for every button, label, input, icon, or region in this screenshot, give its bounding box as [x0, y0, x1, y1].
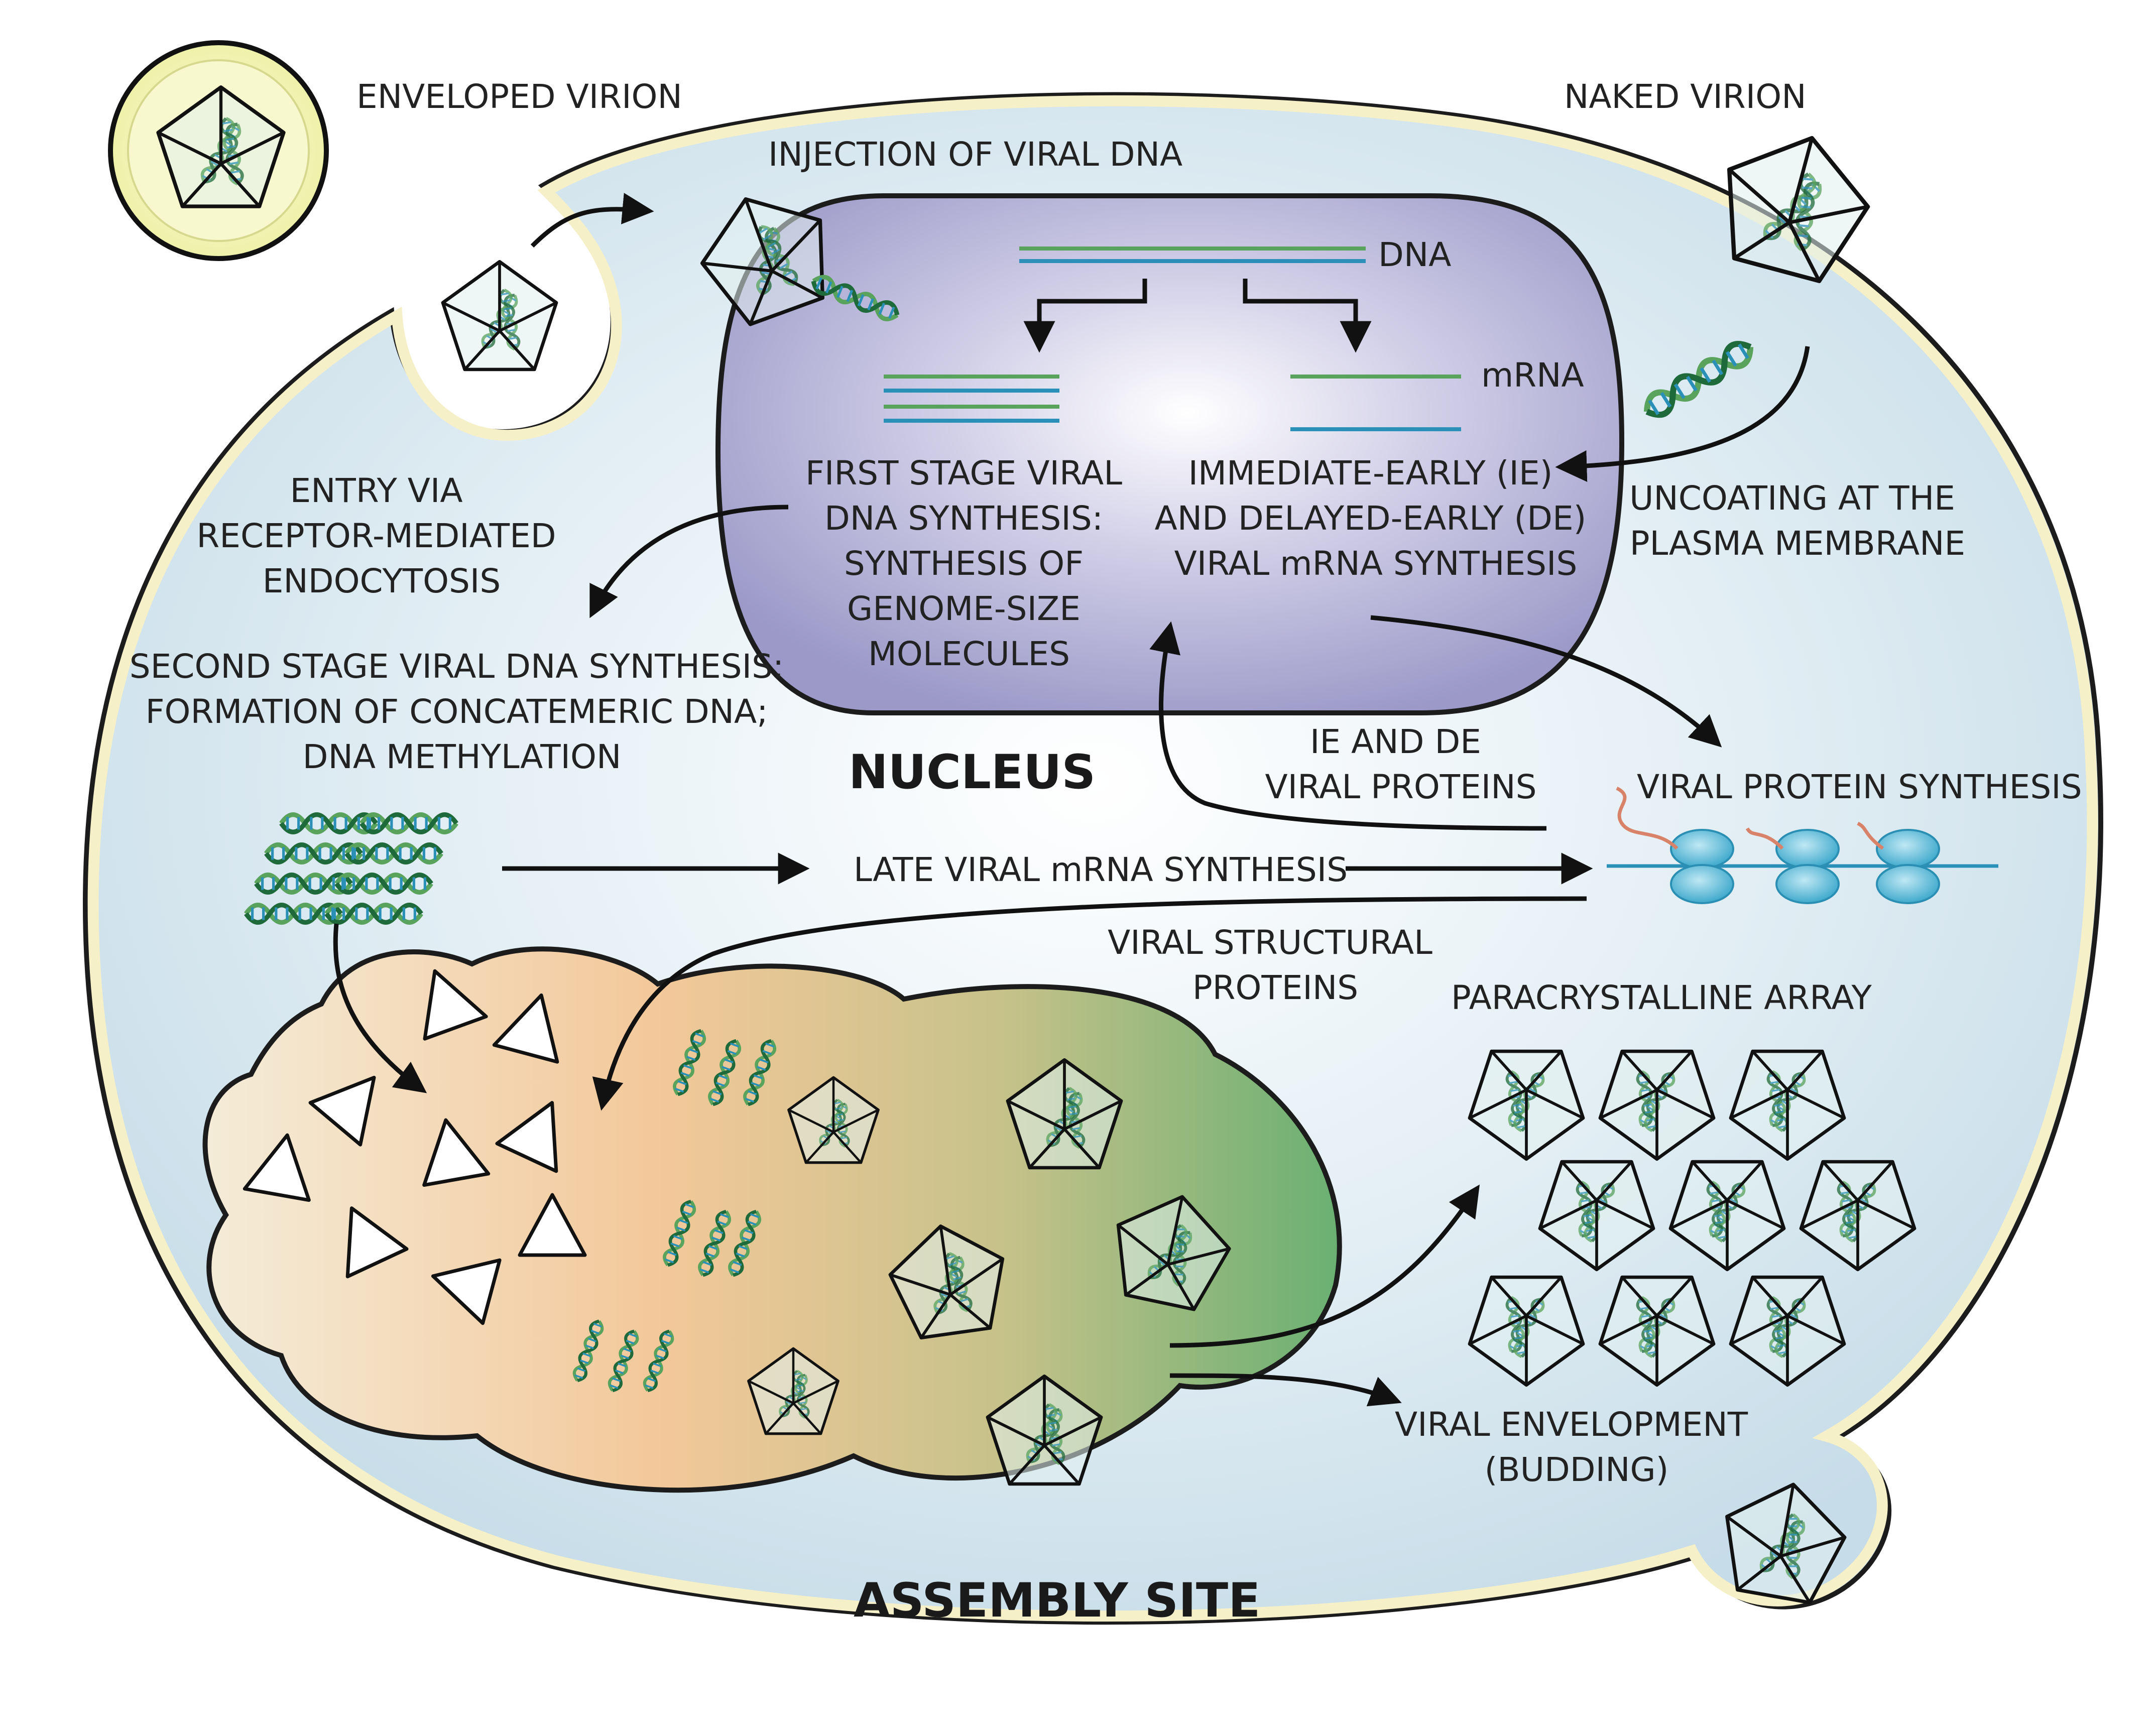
pathway-arrows [333, 193, 1810, 1407]
label-structural-proteins: VIRAL STRUCTURAL PROTEINS [1108, 923, 1443, 1007]
label-entry: ENTRY VIA RECEPTOR-MEDIATED ENDOCYTOSIS [196, 471, 566, 600]
label-ie-de-proteins: IE AND DE VIRAL PROTEINS [1265, 722, 1536, 806]
label-enveloped-virion: ENVELOPED VIRION [356, 77, 682, 116]
label-nucleus: NUCLEUS [849, 745, 1096, 800]
enveloped-virion [108, 40, 329, 261]
label-dna: DNA [1378, 235, 1451, 274]
label-second-stage: SECOND STAGE VIRAL DNA SYNTHESIS: FORMAT… [130, 647, 794, 776]
label-first-stage: FIRST STAGE VIRAL DNA SYNTHESIS: SYNTHES… [805, 454, 1133, 673]
labels: ENVELOPED VIRION NAKED VIRION INJECTION … [130, 77, 2082, 1628]
dna-strands [884, 246, 1461, 431]
polysome [1607, 786, 1998, 904]
nucleus [715, 193, 1625, 715]
label-envelopment: VIRAL ENVELOPMENT (BUDDING) [1395, 1405, 1758, 1489]
label-naked-virion: NAKED VIRION [1564, 77, 1807, 116]
label-injection: INJECTION OF VIRAL DNA [768, 135, 1182, 174]
label-assembly-site: ASSEMBLY SITE [854, 1573, 1260, 1628]
label-ie-de-mrna: IMMEDIATE-EARLY (IE) AND DELAYED-EARLY (… [1155, 454, 1597, 583]
label-protein-synthesis: VIRAL PROTEIN SYNTHESIS [1637, 768, 2082, 806]
label-mrna: mRNA [1481, 356, 1584, 395]
icosahedral-capsid-icon [443, 262, 556, 369]
label-late-mrna: LATE VIRAL mRNA SYNTHESIS [854, 850, 1348, 889]
transcription-arrows [1023, 279, 1372, 353]
label-paracrystalline: PARACRYSTALLINE ARRAY [1451, 978, 1872, 1017]
label-uncoating: UNCOATING AT THE PLASMA MEMBRANE [1629, 479, 1966, 563]
